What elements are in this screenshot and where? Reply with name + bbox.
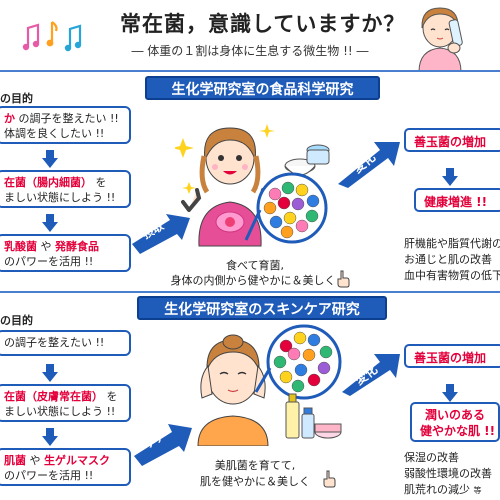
gut-bacteria-magnifier <box>244 172 328 244</box>
skin-goal-2-text: を <box>103 390 118 403</box>
food-goal-3-emphasis-2: 発酵食品 <box>55 240 99 253</box>
skin-down-arrow-2 <box>42 428 58 446</box>
pointing-hand-icon-2 <box>323 470 336 488</box>
skin-note-1: 保湿の改善 <box>404 451 459 464</box>
skin-result-2-line2: 健やかな肌 !! <box>420 424 496 438</box>
food-down-arrow-1 <box>42 150 58 168</box>
skin-caption-line-1: 美肌菌を育てて, <box>214 459 296 472</box>
food-note-3: 血中有害物質の低下 <box>404 269 500 282</box>
skin-note-2: 弱酸性環境の改善 <box>404 467 492 480</box>
change-arrow-shape-skin <box>342 354 400 396</box>
intake-arrow-shape <box>132 214 190 254</box>
food-goal-1-emphasis: か <box>4 112 15 125</box>
skin-section-heading: 生化学研究室のスキンケア研究 <box>137 296 387 320</box>
skin-goal-box-2: 在菌（皮膚常在菌） を ましい状態にしよう !! <box>0 384 131 422</box>
page-subtitle: ― 体重の１割は身体に生息する微生物 !! ― <box>131 44 369 58</box>
food-goal-2-text: を <box>92 176 107 189</box>
food-section-divider <box>0 70 500 72</box>
skin-down-arrow-1 <box>42 364 58 382</box>
skin-goal-2-line2: ましい状態にしよう !! <box>4 405 116 418</box>
care-arrow-shape <box>134 424 192 466</box>
girl-eating-illustration <box>175 124 282 247</box>
skin-note-3: 肌荒れの減少 等 <box>404 482 482 499</box>
food-result-box-1: 善玉菌の増加 <box>404 128 500 152</box>
skin-purpose-label: の目的 <box>0 314 33 327</box>
food-result-down-arrow <box>442 168 458 186</box>
pointing-hand-icon <box>337 270 350 288</box>
page-title: 常在菌，意識していますか？ <box>120 12 406 36</box>
food-down-arrow-2 <box>42 214 58 232</box>
food-goal-3-mid: や <box>37 240 55 253</box>
cosmetics-bottles-icon <box>285 393 342 439</box>
skin-goal-1-text: の調子を整えたい !! <box>4 336 105 349</box>
food-caption-line-2: 身体の内側から健やかに＆美しく <box>170 274 336 287</box>
skin-note-suffix: 等 <box>473 486 482 495</box>
skin-caption-line-2: 肌を健やかに＆美しく <box>200 475 310 488</box>
food-note-1: 肝機能や脂質代謝の <box>404 237 500 250</box>
food-caption-line-1: 食べて育菌, <box>225 259 285 272</box>
food-purpose-label: の目的 <box>0 92 33 105</box>
skin-section-divider <box>0 291 500 293</box>
skin-result-down-arrow <box>442 384 458 402</box>
skin-result-box-2: 潤いのある 健やかな肌 !! <box>410 402 500 442</box>
food-section-heading: 生化学研究室の食品科学研究 <box>145 76 380 100</box>
food-goal-box-2: 在菌（腸内細菌） を ましい状態にしよう !! <box>0 170 131 208</box>
food-goal-2-emphasis: 在菌（腸内細菌） <box>4 176 92 189</box>
food-goal-box-1: か の調子を整えたい !! 体調を良くしたい !! <box>0 106 131 144</box>
woman-skincare-illustration <box>197 334 269 446</box>
skin-goal-3-emphasis-1: 肌菌 <box>4 454 26 467</box>
food-goal-box-3: 乳酸菌 や 発酵食品 のパワーを活用 !! <box>0 234 131 272</box>
skin-result-2-line1: 潤いのある <box>424 408 485 422</box>
skin-goal-3-mid: や <box>26 454 44 467</box>
woman-drinking-illustration <box>418 7 463 72</box>
skin-goal-3-line2: のパワーを活用 !! <box>4 469 94 482</box>
change-arrow-shape-food <box>338 142 400 188</box>
skin-goal-box-1: の調子を整えたい !! <box>0 330 131 356</box>
skin-bacteria-magnifier <box>254 324 342 400</box>
skin-goal-3-emphasis-2: 生ゲルマスク <box>44 454 110 467</box>
food-goal-3-line2: のパワーを活用 !! <box>4 255 94 268</box>
food-result-box-2: 健康増進 !! <box>414 188 500 212</box>
skin-goal-box-3: 肌菌 や 生ゲルマスク のパワーを活用 !! <box>0 448 131 486</box>
skin-result-box-1: 善玉菌の増加 <box>404 344 500 368</box>
food-goal-2-line2: ましい状態にしよう !! <box>4 191 116 204</box>
skin-note-3-text: 肌荒れの減少 <box>404 483 470 496</box>
food-goal-3-emphasis-1: 乳酸菌 <box>4 240 37 253</box>
skin-goal-2-emphasis: 在菌（皮膚常在菌） <box>4 390 103 403</box>
food-goal-1-text: の調子を整えたい !! <box>15 112 119 125</box>
food-goal-1-line2: 体調を良くしたい !! <box>4 127 105 140</box>
food-note-2: お通じと肌の改善 <box>404 253 492 266</box>
music-notes-icon <box>22 21 82 52</box>
